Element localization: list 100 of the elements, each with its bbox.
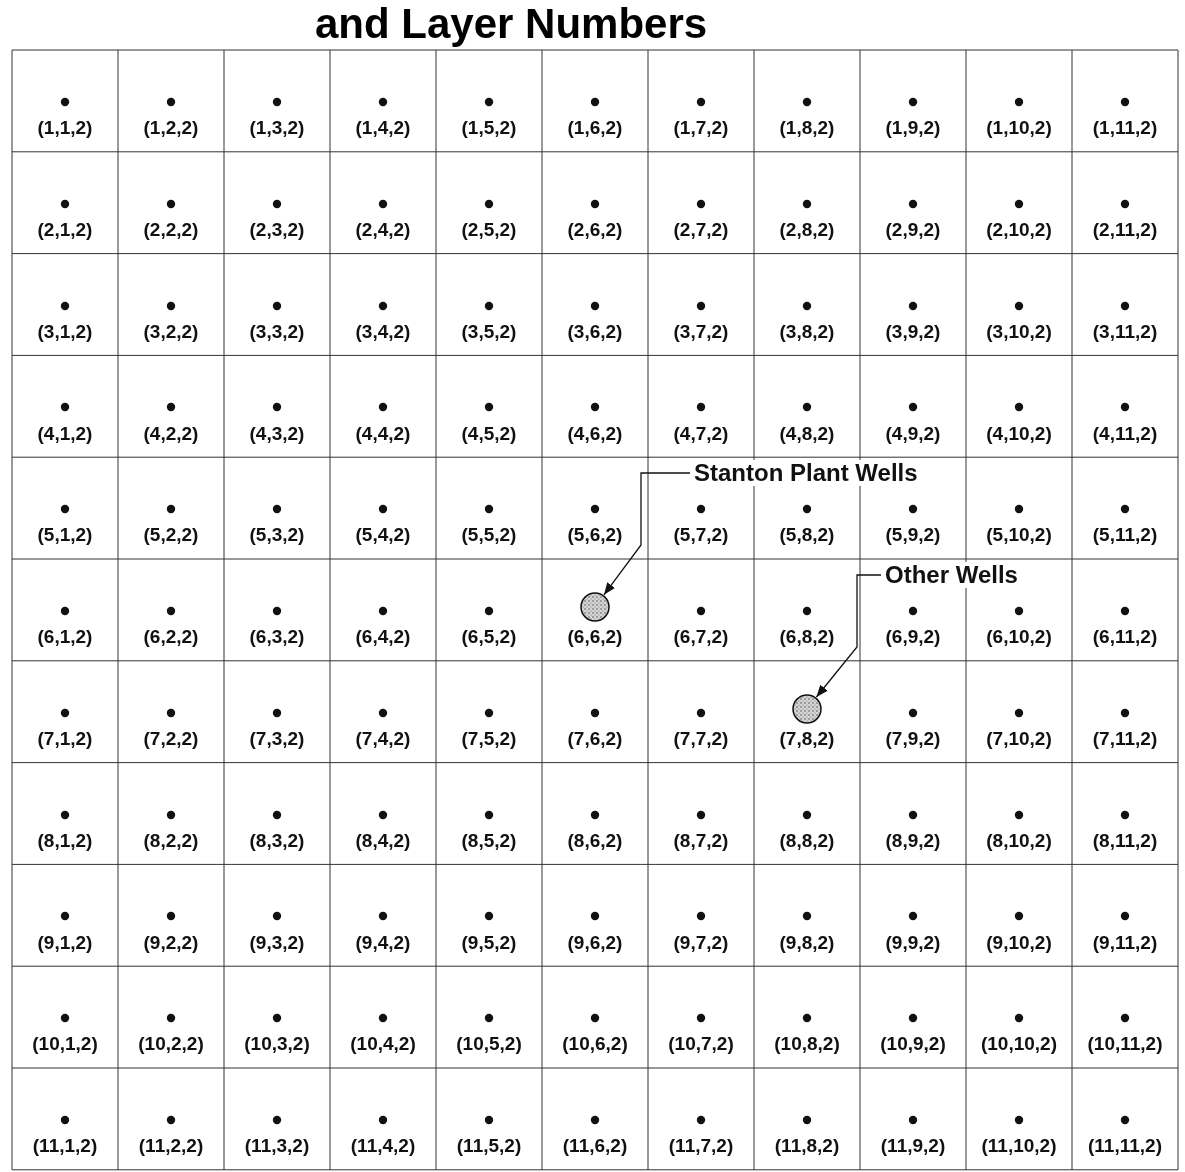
cell-label: (2,2,2) xyxy=(142,219,200,241)
cell-label: (3,2,2) xyxy=(142,320,200,343)
cell-label: (7,11,2) xyxy=(1091,728,1159,750)
cell-label: (11,2,2) xyxy=(137,1135,205,1158)
cell-label: (4,7,2) xyxy=(672,422,730,445)
cell-label: (1,6,2) xyxy=(566,117,624,140)
cell-label: (9,8,2) xyxy=(778,931,836,954)
leader-line xyxy=(815,574,882,698)
cell-label: (10,10,2) xyxy=(979,1033,1058,1056)
cell-label: (1,11,2) xyxy=(1091,117,1159,140)
cell-label: (7,10,2) xyxy=(985,728,1053,750)
cell-label: (1,9,2) xyxy=(884,117,942,140)
cell-label: (10,3,2) xyxy=(243,1033,311,1056)
cell-label: (5,2,2) xyxy=(142,524,200,547)
cell-label: (3,4,2) xyxy=(354,320,412,343)
cell-label: (7,6,2) xyxy=(566,728,624,750)
well-circle xyxy=(792,693,822,724)
cell-label: (9,3,2) xyxy=(248,931,306,954)
cell-label: (3,7,2) xyxy=(672,320,730,343)
cell-label: (10,6,2) xyxy=(561,1033,629,1056)
cell-label: (4,4,2) xyxy=(354,422,412,445)
cell-label: (9,2,2) xyxy=(142,931,200,954)
cell-label: (2,1,2) xyxy=(36,219,94,241)
cell-label: (7,8,2) xyxy=(778,728,836,750)
cell-label: (6,3,2) xyxy=(248,626,306,649)
cell-label: (2,10,2) xyxy=(985,219,1053,241)
cell-label: (11,1,2) xyxy=(31,1135,99,1158)
cell-label: (5,6,2) xyxy=(566,524,624,547)
cell-label: (7,4,2) xyxy=(354,728,412,750)
cell-label: (2,5,2) xyxy=(460,219,518,241)
cell-label: (8,5,2) xyxy=(460,829,518,852)
cell-label: (2,3,2) xyxy=(248,219,306,241)
cell-label: (1,8,2) xyxy=(778,117,836,140)
cell-label: (8,2,2) xyxy=(142,829,200,852)
cell-label: (2,7,2) xyxy=(672,219,730,241)
cell-label: (1,1,2) xyxy=(36,117,94,140)
cell-label: (2,6,2) xyxy=(566,219,624,241)
cell-label: (7,3,2) xyxy=(248,728,306,750)
cell-label: (3,5,2) xyxy=(460,320,518,343)
cell-label: (4,2,2) xyxy=(142,422,200,445)
cell-label: (8,1,2) xyxy=(36,829,94,852)
cell-label: (11,4,2) xyxy=(349,1135,417,1158)
cell-label: (1,4,2) xyxy=(354,117,412,140)
cell-label: (9,11,2) xyxy=(1091,931,1159,954)
cell-label: (10,1,2) xyxy=(31,1033,99,1056)
cell-label: (2,11,2) xyxy=(1091,219,1159,241)
cell-label: (1,7,2) xyxy=(672,117,730,140)
cell-label: (8,6,2) xyxy=(566,829,624,852)
cell-label: (5,8,2) xyxy=(778,524,836,547)
cell-label: (1,3,2) xyxy=(248,117,306,140)
cell-label: (7,1,2) xyxy=(36,728,94,750)
cell-label: (9,6,2) xyxy=(566,931,624,954)
cell-label: (6,6,2) xyxy=(566,626,624,649)
cell-label: (1,10,2) xyxy=(985,117,1053,140)
cell-label: (3,8,2) xyxy=(778,320,836,343)
cell-label: (8,8,2) xyxy=(778,829,836,852)
cell-label: (11,9,2) xyxy=(879,1135,947,1158)
cell-label: (10,5,2) xyxy=(455,1033,523,1056)
cell-label: (5,1,2) xyxy=(36,524,94,547)
cell-label: (7,9,2) xyxy=(884,728,942,750)
cell-label: (11,10,2) xyxy=(980,1135,1058,1158)
cell-label: (11,8,2) xyxy=(773,1135,841,1158)
cell-label: (10,2,2) xyxy=(137,1033,205,1056)
cell-label: (9,4,2) xyxy=(354,931,412,954)
cell-label: (11,6,2) xyxy=(561,1135,629,1158)
cell-label: (6,11,2) xyxy=(1091,626,1159,649)
cell-label: (1,5,2) xyxy=(460,117,518,140)
cell-label: (7,7,2) xyxy=(672,728,730,750)
cell-label: (4,8,2) xyxy=(778,422,836,445)
cell-label: (4,1,2) xyxy=(36,422,94,445)
cell-label: (5,9,2) xyxy=(884,524,942,547)
cell-label: (4,9,2) xyxy=(884,422,942,445)
cell-label: (8,4,2) xyxy=(354,829,412,852)
cell-label: (6,9,2) xyxy=(884,626,942,649)
cell-label: (2,4,2) xyxy=(354,219,412,241)
cell-label: (11,7,2) xyxy=(667,1135,735,1158)
cell-label: (4,6,2) xyxy=(566,422,624,445)
cell-label: (6,4,2) xyxy=(354,626,412,649)
cell-label: (4,10,2) xyxy=(985,422,1053,445)
cell-label: (2,9,2) xyxy=(884,219,942,241)
cell-label: (3,3,2) xyxy=(248,320,306,343)
cell-label: (4,5,2) xyxy=(460,422,518,445)
cell-label: (5,10,2) xyxy=(985,524,1053,547)
cell-label: (1,2,2) xyxy=(142,117,200,140)
cell-label: (10,8,2) xyxy=(773,1033,841,1056)
cell-label: (6,5,2) xyxy=(460,626,518,649)
cell-label: (9,1,2) xyxy=(36,931,94,954)
cell-label: (7,2,2) xyxy=(142,728,200,750)
cell-label: (10,4,2) xyxy=(349,1033,417,1056)
cell-label: (6,1,2) xyxy=(36,626,94,649)
leader-line xyxy=(603,472,691,596)
cell-label: (6,7,2) xyxy=(672,626,730,649)
cell-label: (8,9,2) xyxy=(884,829,942,852)
cell-label: (2,8,2) xyxy=(778,219,836,241)
cell-label: (5,5,2) xyxy=(460,524,518,547)
cell-label: (3,9,2) xyxy=(884,320,942,343)
cell-label: (3,1,2) xyxy=(36,320,94,343)
cell-label: (8,7,2) xyxy=(672,829,730,852)
cell-label: (5,4,2) xyxy=(354,524,412,547)
cell-label: (11,5,2) xyxy=(455,1135,523,1158)
